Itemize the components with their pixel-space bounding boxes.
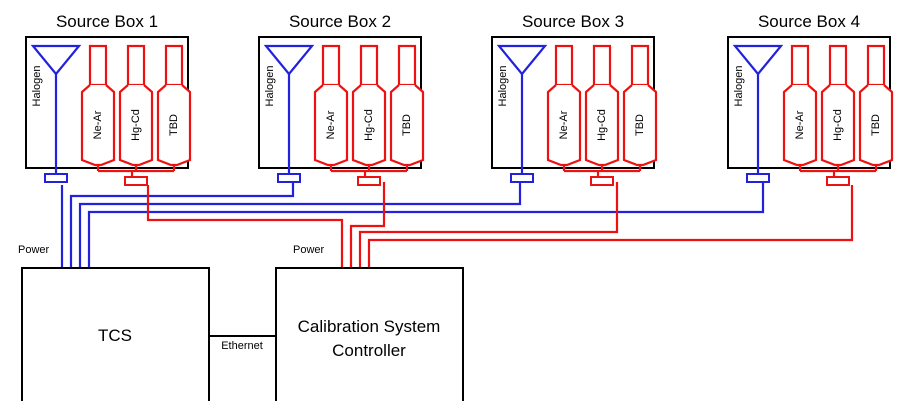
lamp-label: TBD (401, 114, 413, 136)
controller-label-line1: Calibration System (298, 317, 441, 336)
lamp-cable-box3 (358, 182, 619, 268)
lamp-connector (590, 176, 614, 186)
source-box-title: Source Box 3 (522, 12, 624, 31)
lamp-label: Ne-Ar (558, 110, 570, 139)
lamp-cable-box2 (349, 182, 386, 268)
halogen-connector (510, 173, 534, 183)
lamp-cap (164, 44, 184, 87)
lamp-cap (126, 44, 146, 87)
controller-label-line2: Controller (332, 341, 406, 360)
halogen-cable-box3 (78, 182, 522, 268)
halogen-lamp-icon (263, 44, 315, 76)
halogen-label: Halogen (497, 66, 509, 107)
lamp-label: TBD (168, 114, 180, 136)
lamp-connector (124, 176, 148, 186)
lamp-tbd: TBD (622, 44, 658, 171)
lamp-cable-box1 (146, 185, 344, 268)
lamp-hg-cd: Hg-Cd (584, 44, 620, 171)
lamp-ne-ar: Ne-Ar (546, 44, 582, 171)
halogen-connector (44, 173, 68, 183)
lamp-hg-cd: Hg-Cd (351, 44, 387, 171)
halogen-label: Halogen (31, 66, 43, 107)
lamp-ne-ar: Ne-Ar (80, 44, 116, 171)
tcs-label: TCS (98, 326, 132, 345)
lamp-cap (554, 44, 574, 87)
lamp-connector (826, 176, 850, 186)
halogen-lamp-icon (732, 44, 784, 76)
wiring-layer (60, 182, 854, 337)
halogen-lamp-icon (30, 44, 82, 76)
halogen-cable-box4 (87, 182, 765, 268)
lamp-cap (397, 44, 417, 87)
lamp-connector (357, 176, 381, 186)
halogen-cable-box2 (69, 182, 295, 268)
tcs-power-label: Power (18, 244, 50, 256)
lamp-cap (321, 44, 341, 87)
lamp-label: Ne-Ar (92, 110, 104, 139)
lamp-cap (828, 44, 848, 87)
controller-power-label: Power (293, 244, 325, 256)
lamp-cap (790, 44, 810, 87)
lamp-label: Hg-Cd (363, 109, 375, 141)
lamp-hg-cd: Hg-Cd (118, 44, 154, 171)
controller-box: Calibration System Controller Power (275, 244, 464, 401)
lamp-cap (88, 44, 108, 87)
source-box-title: Source Box 4 (758, 12, 860, 31)
lamp-tbd: TBD (858, 44, 894, 171)
lamp-label: TBD (870, 114, 882, 136)
lamp-cap (866, 44, 886, 87)
source-box-title: Source Box 1 (56, 12, 158, 31)
lamp-cable-box4 (367, 185, 854, 268)
lamp-label: Hg-Cd (130, 109, 142, 141)
ethernet-label: Ethernet (221, 340, 263, 352)
lamp-label: Ne-Ar (325, 110, 337, 139)
lamp-label: Hg-Cd (596, 109, 608, 141)
lamp-cap (592, 44, 612, 87)
lamp-tbd: TBD (156, 44, 192, 171)
halogen-connector (746, 173, 770, 183)
halogen-connector (277, 173, 301, 183)
lamp-cap (630, 44, 650, 87)
lamp-ne-ar: Ne-Ar (782, 44, 818, 171)
lamp-label: TBD (634, 114, 646, 136)
tcs-box: TCS Power (18, 244, 210, 401)
lamp-label: Hg-Cd (832, 109, 844, 141)
lamp-cap (359, 44, 379, 87)
lamp-hg-cd: Hg-Cd (820, 44, 856, 171)
halogen-label: Halogen (264, 66, 276, 107)
lamp-tbd: TBD (389, 44, 425, 171)
lamp-label: Ne-Ar (794, 110, 806, 139)
source-box-title: Source Box 2 (289, 12, 391, 31)
halogen-label: Halogen (733, 66, 745, 107)
lamp-ne-ar: Ne-Ar (313, 44, 349, 171)
halogen-lamp-icon (496, 44, 548, 76)
